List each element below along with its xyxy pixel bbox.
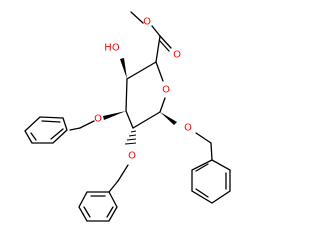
ring-oxygen-label: O (162, 85, 170, 96)
c2-ch2-to-ring-bond (108, 180, 119, 193)
c2-phenyl-ring (78, 191, 118, 222)
methyl-ester-group (130, 11, 172, 63)
anomeric-benzyloxy-group (191, 132, 231, 204)
carbonyl-double-bond-1 (159, 35, 172, 49)
ring-bond-c5-o (155, 61, 164, 82)
hashed-bond-c2-oxygen (124, 130, 137, 145)
ring-bond-o-c1 (159, 97, 166, 113)
methyl-bond (130, 11, 144, 24)
wedge-bond-c1-oxygen (160, 112, 177, 125)
c3-phenyl-ring (24, 116, 68, 144)
c2-benzyloxy-group (78, 164, 129, 222)
ring-bond-c1-c2 (132, 111, 161, 129)
hydroxyl-label: HO (104, 43, 120, 54)
ester-carbonyl-oxygen-label: O (173, 50, 181, 61)
carbonyl-to-c5-bond (155, 35, 161, 63)
c3-o-to-ch2-bond (79, 120, 95, 129)
ring-bond-c3-c4 (125, 78, 128, 112)
c2-o-to-ch2-bond (117, 164, 129, 182)
ester-ether-oxygen-label: O (143, 17, 151, 28)
c3-benzyloxy-group (24, 116, 95, 144)
ester-o-to-carbonyl-bond (151, 25, 161, 37)
anomeric-benzyloxy-oxygen-label: O (184, 123, 192, 134)
ring-bond-c2-c3 (125, 110, 134, 129)
ring-bond-c5-c4 (126, 61, 157, 80)
c2-benzyloxy-oxygen-label: O (128, 151, 136, 162)
wedge-bond-c3-oxygen (103, 111, 126, 120)
pyranose-ring (125, 61, 166, 129)
c3-benzyloxy-oxygen-label: O (94, 114, 102, 125)
wedge-bond-c4-hydroxyl (120, 58, 127, 79)
carbonyl-double-bond-2 (159, 40, 170, 52)
anomeric-ch2-to-ring-bond (210, 142, 213, 161)
anomeric-o-to-ch2-bond (195, 132, 212, 144)
molecule-diagram: O O HO O O O O (24, 11, 231, 222)
c3-ch2-to-ring-bond (69, 127, 81, 131)
anomeric-phenyl-ring (191, 159, 231, 204)
stereo-bonds (103, 58, 177, 145)
